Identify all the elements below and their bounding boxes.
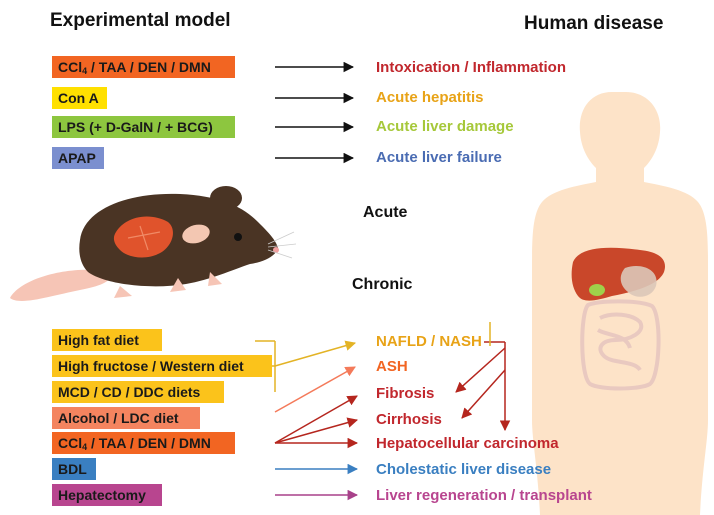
outcome-liver-regeneration: Liver regeneration / transplant	[376, 487, 592, 504]
outcome-intoxication: Intoxication / Inflammation	[376, 59, 567, 76]
model-apap: APAP	[52, 147, 104, 169]
intestines-icon	[580, 299, 661, 391]
arrow-nash-progression	[455, 341, 511, 432]
outcome-cholestatic-liver-disease: Cholestatic liver disease	[376, 461, 552, 478]
arrow-ccl4-to-cirrhosis	[274, 417, 359, 444]
outcome-acute-liver-damage: Acute liver damage	[376, 118, 514, 135]
outcome-ash: ASH	[376, 358, 408, 375]
human-body-illustration	[532, 92, 708, 515]
human-disease-heading: Human disease	[524, 13, 664, 34]
outcome-fibrosis: Fibrosis	[376, 385, 435, 402]
chronic-label: Chronic	[352, 276, 413, 293]
model-lps: LPS (+ D-GalN / + BCG)	[52, 116, 235, 138]
outcome-acute-liver-failure: Acute liver failure	[376, 149, 502, 166]
model-hepatectomy: Hepatectomy	[52, 484, 162, 506]
model-western-diet: High fructose / Western diet	[52, 355, 272, 377]
experimental-model-heading: Experimental model	[50, 10, 231, 31]
model-high-fat-diet: High fat diet	[52, 329, 162, 351]
model-alcohol-diet: Alcohol / LDC diet	[52, 407, 200, 429]
acute-label: Acute	[363, 204, 408, 221]
model-ccl4-acute: CCl4 / TAA / DEN / DMN	[52, 56, 235, 78]
model-con-a: Con A	[52, 87, 107, 109]
model-mcd-diets: MCD / CD / DDC diets	[52, 381, 224, 403]
outcome-acute-hepatitis: Acute hepatitis	[376, 89, 484, 106]
outcome-cirrhosis: Cirrhosis	[376, 411, 442, 428]
mouse-illustration	[10, 186, 297, 301]
outcome-hepatocellular-carcinoma: Hepatocellular carcinoma	[376, 435, 559, 452]
outcome-nafld-nash: NAFLD / NASH	[376, 333, 482, 350]
gallbladder-icon	[589, 284, 605, 296]
arrow-alcohol-to-ash	[274, 366, 356, 413]
model-ccl4-chronic: CCl4 / TAA / DEN / DMN	[52, 432, 235, 454]
arrow-ccl4-to-fibrosis	[274, 395, 358, 444]
model-bdl: BDL	[52, 458, 96, 480]
